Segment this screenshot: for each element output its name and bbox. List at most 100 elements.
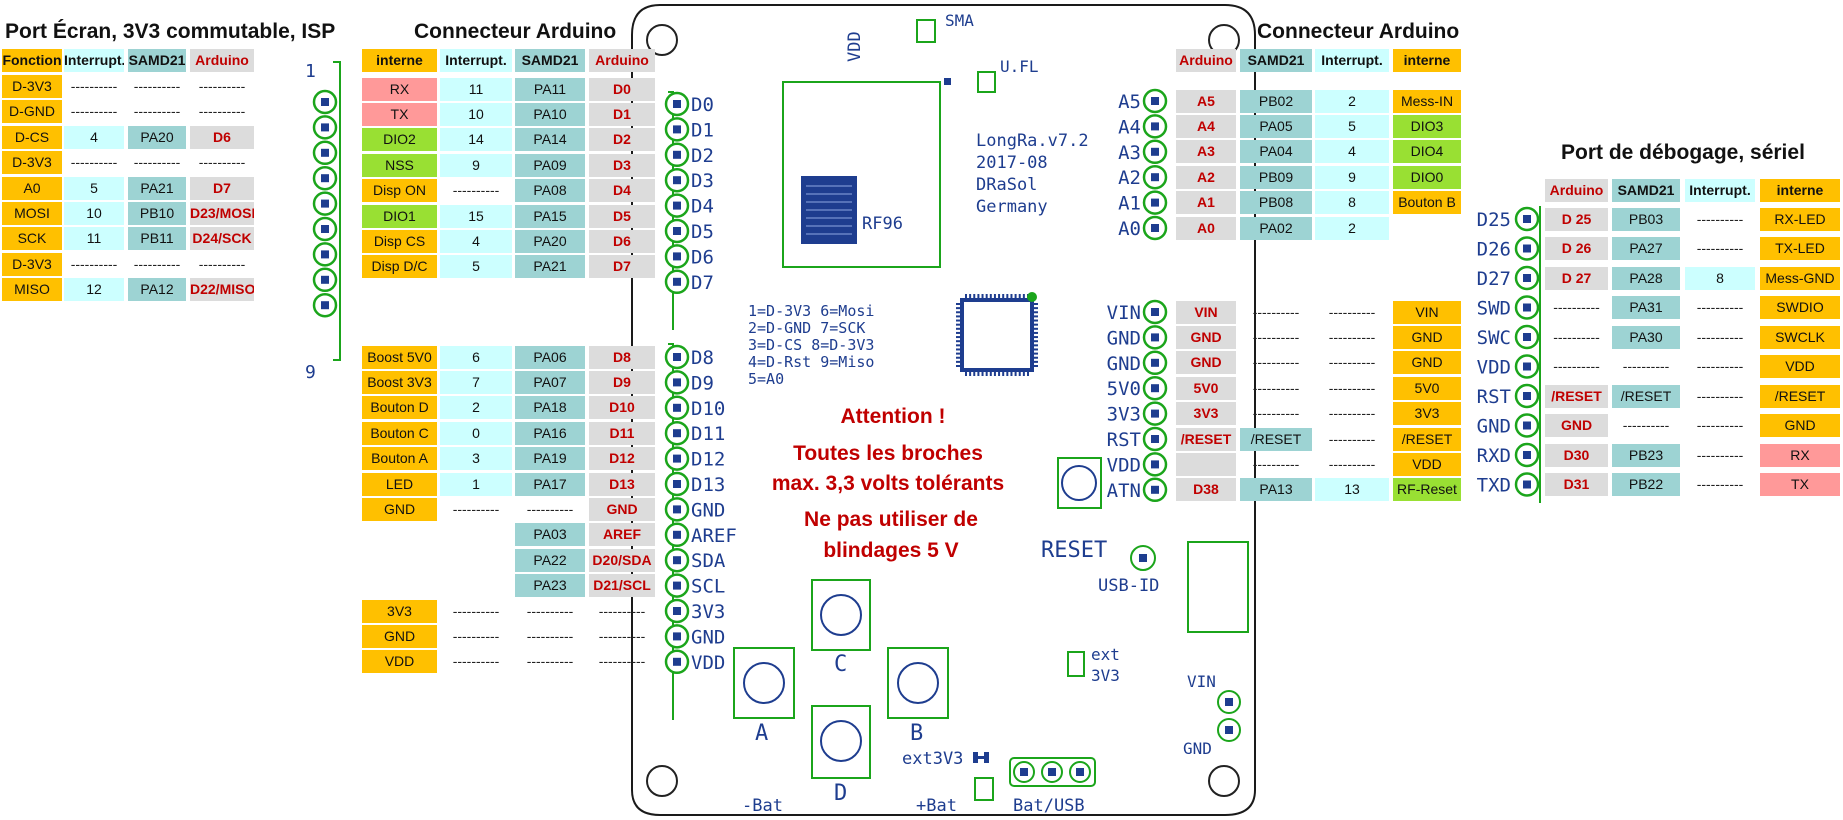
isp-cell: ---------- <box>198 78 246 94</box>
mid-cell: ---------- <box>452 627 500 644</box>
right-pin-label: GND <box>1107 327 1141 349</box>
isp-cell: PA20 <box>128 125 186 149</box>
right-cell: Mess-IN <box>1393 89 1461 113</box>
right-cell: ---------- <box>1328 354 1376 371</box>
right-cell: D38 <box>1176 478 1236 502</box>
mid-pin-label: VDD <box>691 652 725 674</box>
mid-pin-label: GND <box>691 626 725 648</box>
ufl-label: U.FL <box>1000 57 1039 76</box>
reset-label: RESET <box>1041 538 1107 563</box>
debug-cell: /RESET <box>1545 384 1608 408</box>
debug-cell: PA30 <box>1612 325 1680 349</box>
mid-pin-label: AREF <box>691 525 737 547</box>
debug-cell: RX <box>1760 443 1840 467</box>
mid-pin-label: SDA <box>691 550 726 572</box>
mid-pin-label: D6 <box>691 246 714 268</box>
right-cell: 8 <box>1315 191 1389 215</box>
debug-cell: ---------- <box>1553 299 1600 315</box>
debug-pin-label: D26 <box>1477 239 1511 261</box>
right-cell: A0 <box>1176 216 1236 240</box>
mid-cell: PA14 <box>515 128 585 152</box>
rf96-label: RF96 <box>862 214 903 234</box>
right-cell: DIO4 <box>1393 140 1461 164</box>
mid-cell: Disp D/C <box>362 255 437 279</box>
debug-cell: PA27 <box>1612 237 1680 260</box>
right-cell: ---------- <box>1328 405 1376 422</box>
debug-cell: D 27 <box>1545 266 1608 290</box>
right-cell: DIO0 <box>1393 165 1461 189</box>
mid-cell: ---------- <box>452 653 500 670</box>
mid-header-cell: SAMD21 <box>515 49 585 72</box>
right-cell: GND <box>1393 351 1461 375</box>
mid-cell: 4 <box>440 229 512 253</box>
mid-cell: Boost 5V0 <box>362 345 437 369</box>
mid-cell: GND <box>362 624 437 648</box>
button-a: A <box>733 647 795 746</box>
isp-header-cell: SAMD21 <box>128 49 186 72</box>
mid-cell: 14 <box>440 128 512 152</box>
debug-cell: TX <box>1760 473 1840 496</box>
mid-cell: D8 <box>589 345 655 369</box>
mid-cell: D0 <box>589 77 655 101</box>
right-cell: A5 <box>1176 89 1236 113</box>
isp-header-cell: Arduino <box>190 49 254 72</box>
version-line: Germany <box>976 197 1048 217</box>
isp-cell: ---------- <box>198 103 246 120</box>
mid-cell: ---------- <box>598 602 646 619</box>
right-cell: 5V0 <box>1176 376 1236 400</box>
mid-pin-label: D9 <box>691 372 714 394</box>
isp-cell: PB11 <box>128 227 186 251</box>
mid-cell: Bouton C <box>362 421 437 445</box>
right-cell: A4 <box>1176 114 1236 138</box>
button-c: C <box>811 579 871 677</box>
debug-cell: 8 <box>1685 266 1755 290</box>
debug-pin-label: VDD <box>1477 357 1511 379</box>
right-pin-label: A2 <box>1118 167 1141 189</box>
debug-pin-label: GND <box>1477 416 1511 438</box>
isp-cell: D22/MISO <box>190 278 254 302</box>
reset-button <box>1061 465 1097 501</box>
mid-cell: ---------- <box>598 653 646 670</box>
button-a-label: A <box>755 721 768 746</box>
mid-cell: ---------- <box>526 627 574 644</box>
isp-cell: D23/MOSI <box>190 202 254 225</box>
debug-cell: ---------- <box>1696 210 1744 227</box>
right-cell: RF-Reset <box>1393 478 1461 502</box>
button-d: D <box>811 705 871 806</box>
right-cell: 4 <box>1315 140 1389 164</box>
mid-pin-label: D12 <box>691 449 725 471</box>
isp-cell: ---------- <box>70 154 118 171</box>
mid-cell: PA06 <box>515 345 585 369</box>
isp-legend-line: 2=D-GND 7=SCK <box>748 319 865 337</box>
mounting-hole <box>1208 765 1240 797</box>
debug-cell: ---------- <box>1696 240 1744 256</box>
usb-id-pad <box>1130 545 1156 571</box>
debug-cell: PB22 <box>1612 473 1680 496</box>
debug-cell: PB03 <box>1612 207 1680 231</box>
right-cell: ---------- <box>1252 405 1300 422</box>
vin-pad <box>1217 690 1241 714</box>
mid-pin-label: D1 <box>691 119 714 141</box>
mid-pin-label: D5 <box>691 221 714 243</box>
mid-cell: 15 <box>440 204 512 228</box>
debug-cell: GND <box>1760 414 1840 437</box>
mid-cell: PA10 <box>515 102 585 126</box>
right-cell: A2 <box>1176 165 1236 189</box>
right-header-cell: Interrupt. <box>1315 49 1389 72</box>
right-cell: PA04 <box>1240 140 1312 164</box>
isp-cell: 10 <box>64 202 124 225</box>
debug-cell: SWCLK <box>1760 325 1840 349</box>
isp-cell: D6 <box>190 125 254 149</box>
right-cell: 5 <box>1315 114 1389 138</box>
mounting-hole <box>646 765 678 797</box>
mid-cell: RX <box>362 77 437 101</box>
mid-cell: TX <box>362 102 437 126</box>
right-cell: ---------- <box>1252 328 1300 345</box>
right-cell: ---------- <box>1252 455 1300 472</box>
mid-connector-title: Connecteur Arduino <box>414 20 617 43</box>
isp-cell: D-3V3 <box>2 151 62 175</box>
right-cell: 9 <box>1315 165 1389 189</box>
debug-header-cell: Arduino <box>1545 179 1608 202</box>
debug-pin-label: D27 <box>1477 268 1511 290</box>
vin-label: VIN <box>1187 672 1216 691</box>
